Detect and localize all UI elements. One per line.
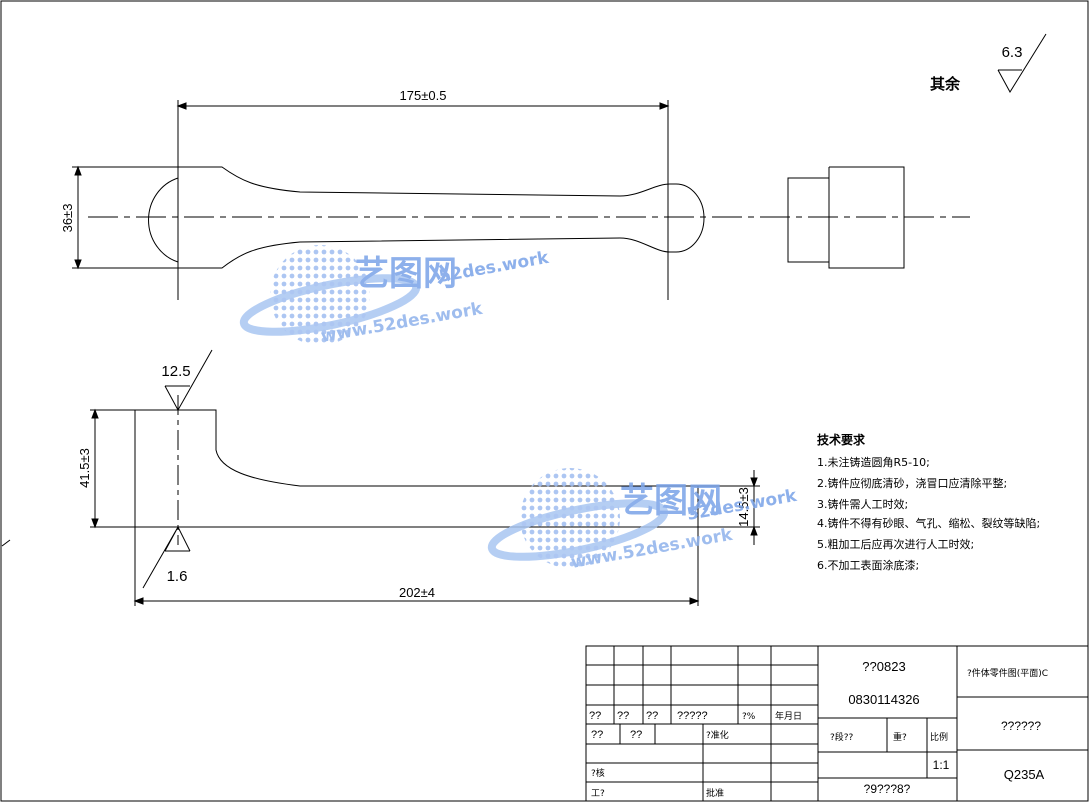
front-outline — [134, 409, 699, 528]
roughness-overall — [997, 33, 1047, 93]
dim-202-label: 202±4 — [399, 585, 435, 600]
roughness-12-symbol — [164, 349, 213, 412]
tb-sheet-info: ?9???8? — [864, 782, 911, 796]
watermark-globe — [520, 468, 620, 568]
tb-code-b: 0830114326 — [848, 692, 919, 707]
watermark-mid: 艺图网 52des.work www.52des.work — [487, 468, 799, 573]
tech-req-item: 5.粗加工后应再次进行人工时效; — [817, 537, 974, 551]
roughness-bottom-face: 1.6 — [167, 568, 188, 585]
title-block — [585, 645, 1089, 802]
handle-outline — [148, 166, 705, 269]
watermark-globe — [270, 245, 370, 345]
tb-code-a: ??0823 — [862, 659, 905, 674]
watermark-top: 艺图网 52des.work www.52des.work — [239, 245, 551, 347]
top-view — [72, 100, 970, 300]
tb-stage-label: ?段?? — [830, 731, 854, 743]
tb-row-label: ????? — [677, 710, 708, 722]
tech-req-item: 2.铸件应彻底清砂，浇冒口应清除平整; — [817, 476, 1007, 490]
tb-row-label: ?? — [589, 710, 601, 722]
tech-req-item: 6.不加工表面涂底漆; — [817, 558, 919, 572]
technical-requirements: 技术要求 1.未注铸造圆角R5-10; 2.铸件应彻底清砂，浇冒口应清除平整; … — [817, 432, 1040, 572]
tb-row-label: 年月日 — [775, 710, 802, 722]
dim-36-label: 36±3 — [60, 204, 75, 233]
tb-row-label: ?% — [742, 712, 756, 722]
tech-req-title: 技术要求 — [817, 432, 866, 447]
front-view — [1, 349, 760, 606]
tb-row-label: ?? — [617, 710, 629, 722]
watermark-brand: 艺图网 — [355, 254, 457, 294]
tb-design-label: ?? — [630, 729, 642, 741]
tb-org: ?????? — [1001, 719, 1041, 733]
tb-scale-value: 1:1 — [933, 758, 950, 772]
tb-material: Q235A — [1004, 767, 1045, 782]
end-view — [787, 166, 905, 269]
watermark-brand: 艺图网 — [620, 481, 722, 521]
tb-row-label: ?? — [646, 710, 658, 722]
tech-req-item: 4.铸件不得有砂眼、气孔、缩松、裂纹等缺陷; — [817, 516, 1040, 530]
roughness-overall-note: 其余 — [930, 75, 961, 93]
roughness-top-face: 12.5 — [161, 363, 190, 380]
dim-41-label: 41.5±3 — [77, 448, 92, 488]
title-block-text: ?? ?? ?? ????? ?% 年月日 ?? ?? ?准化 ?核 工? 批准… — [589, 659, 1048, 799]
tech-req-item: 3.铸件需人工时效; — [817, 497, 908, 511]
tb-design-label: ?? — [591, 729, 603, 741]
tb-std-label: ?准化 — [706, 729, 729, 741]
tb-weight-label: 重? — [893, 731, 907, 743]
dim-175-label: 175±0.5 — [400, 88, 447, 103]
tb-process-label: 工? — [591, 789, 605, 799]
tb-check-label: ?核 — [591, 767, 605, 779]
roughness-overall-value: 6.3 — [1002, 44, 1023, 61]
tb-scale-label: 比例 — [930, 731, 948, 743]
dim-14-label: 14.5±3 — [736, 487, 751, 527]
tb-approve-label: 批准 — [706, 787, 724, 799]
tech-req-item: 1.未注铸造圆角R5-10; — [817, 455, 930, 469]
tb-part-name: ?件体零件图(平面)C — [967, 667, 1048, 679]
